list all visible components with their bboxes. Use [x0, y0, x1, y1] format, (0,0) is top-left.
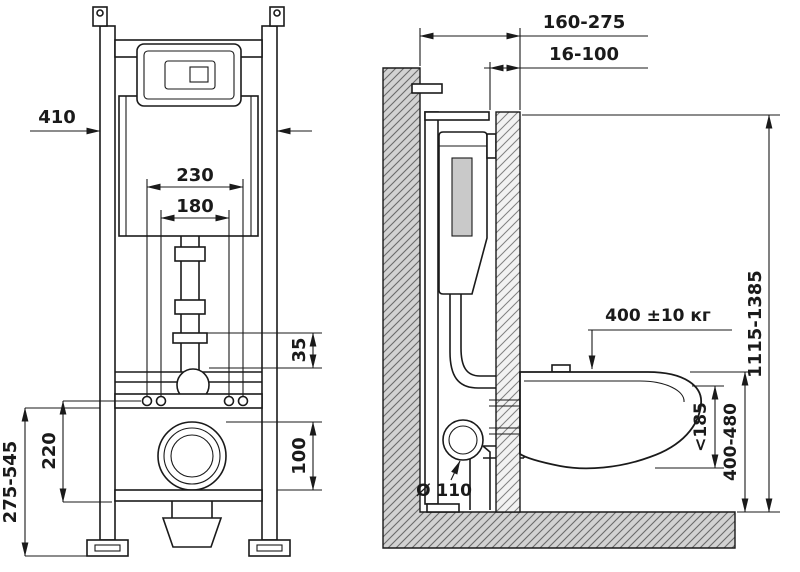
- dim-offset-small: 35: [289, 337, 310, 362]
- cistern-side: [438, 131, 497, 295]
- seat-hinge: [551, 364, 571, 373]
- dim-outlet-height: 220: [39, 432, 60, 470]
- waste-outlet-circles: [157, 421, 227, 491]
- side-dimensions: 160-275 16-100 1115-1385 400 ±10 кг <185…: [416, 12, 780, 513]
- side-view: 160-275 16-100 1115-1385 400 ±10 кг <185…: [382, 12, 780, 549]
- toilet-bowl: [519, 364, 702, 470]
- drain-sleeve: [161, 517, 223, 548]
- dim-bowl-depth-max: <185: [691, 402, 711, 452]
- mounting-bar: [114, 393, 263, 409]
- dim-drain-diameter: Ø 110: [416, 481, 472, 501]
- dim-frame-height: 1115-1385: [745, 270, 766, 378]
- flush-plate: [136, 43, 242, 107]
- load-label: 400 ±10 кг: [605, 306, 711, 326]
- flush-pipe-front: [172, 236, 208, 372]
- finished-wall-panel: [495, 111, 521, 513]
- frame-side: [411, 83, 490, 513]
- frame-bottom: [86, 489, 291, 557]
- dim-spacing-outer: 230: [176, 165, 214, 186]
- wall-anchor-bracket: [411, 83, 443, 94]
- dim-frame-width: 410: [38, 107, 76, 128]
- dim-depth-panel: 16-100: [549, 44, 619, 65]
- dim-spacing-inner: 180: [176, 196, 214, 217]
- wall-floor-section: [382, 67, 736, 549]
- fixing-studs: [489, 399, 524, 435]
- front-dimensions: 410 230 180 35 100 220: [0, 107, 322, 557]
- front-view: 410 230 180 35 100 220: [0, 6, 322, 557]
- dim-depth-total: 160-275: [543, 12, 626, 33]
- dim-seat-height: 400-480: [721, 403, 741, 481]
- flush-valve: [451, 157, 473, 237]
- cistern-front: [118, 95, 259, 237]
- plate-tunnel: [486, 133, 497, 159]
- dim-leg-adjust: 275-545: [0, 441, 21, 524]
- dim-outlet-offset: 100: [289, 437, 310, 475]
